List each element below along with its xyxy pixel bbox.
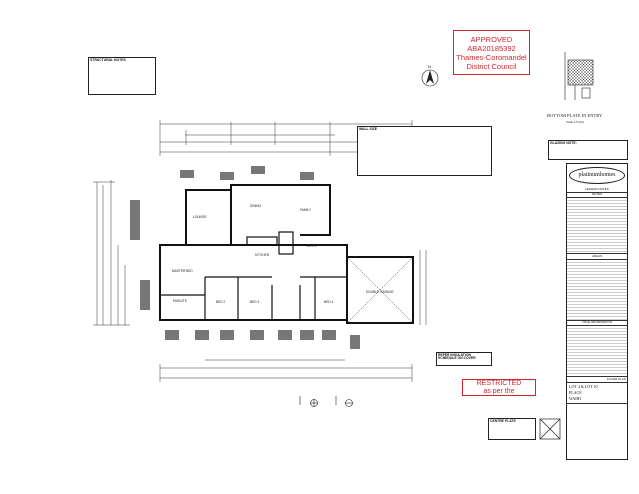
areas-lines — [567, 259, 627, 321]
notes-title: WALL SIZE — [359, 127, 378, 131]
address-line: WAIHI — [569, 395, 581, 401]
notes-title: CENTRE PLATE — [490, 419, 516, 423]
room-label-ensuite: ENSUITE — [173, 299, 187, 303]
room-label-family: FAMILY — [300, 208, 312, 212]
areas-heading: AREAS — [567, 254, 627, 260]
wall-size-notes-box: WALL SIZE — [357, 126, 492, 176]
info-lines — [567, 326, 627, 378]
notes-text: REFER INSULATION SCHEDULE ON COVER — [438, 353, 476, 361]
address-line: PLACE — [569, 389, 582, 395]
bottom-dimensions — [159, 359, 413, 382]
right-dimensions — [419, 250, 427, 325]
notes-title: GLAZING NOTE: — [550, 141, 577, 145]
plate-key-symbol — [539, 418, 561, 440]
room-label-entry: ENTRY — [307, 244, 319, 248]
notes-lines — [567, 198, 627, 255]
interior-walls — [160, 231, 414, 324]
room-label-master: MASTER BED — [172, 269, 193, 273]
stamp-line: as per the — [483, 387, 515, 395]
room-label-bed4: BED 4 — [324, 300, 333, 304]
stamp-line: ABA20185392 — [467, 44, 516, 53]
section-markers — [299, 396, 353, 407]
approval-stamp: APPROVED ABA20185392 Thames-Coromandel D… — [453, 30, 530, 75]
north-arrow: N — [421, 64, 439, 87]
stamp-line: RESTRICTED — [476, 380, 522, 387]
stamp-line: District Council — [466, 62, 517, 71]
room-label-garage: DOUBLE GARAGE — [366, 290, 394, 294]
svg-text:N: N — [428, 64, 431, 69]
title-info-heading: TITLE INFORMATION — [567, 321, 627, 327]
address-line: LOT 4 & LOT 10 — [569, 383, 598, 389]
brand-logo: platinumhomes — [569, 167, 625, 184]
room-label-bed3: BED 3 — [250, 300, 259, 304]
centre-plate-box: CENTRE PLATE — [488, 418, 536, 440]
glazing-note-box: GLAZING NOTE: — [548, 140, 628, 160]
room-label-lounge: LOUNGE — [193, 215, 206, 219]
notes-title: STRUCTURAL NOTES — [90, 58, 126, 62]
structural-notes-box: STRUCTURAL NOTES — [88, 57, 156, 95]
stamp-line: APPROVED — [470, 35, 513, 44]
notes-heading: NOTES — [567, 192, 627, 199]
drawing-title: FLOOR PLAN — [567, 377, 627, 383]
room-label-kitchen: KITCHEN — [255, 253, 270, 257]
bottom-plate-detail — [564, 52, 594, 100]
room-label-dining: DINING — [250, 204, 262, 208]
left-dimensions — [93, 180, 130, 326]
detail-title: BOTTOM PLATE IN ENTRY — [547, 113, 603, 118]
room-label-bed2: BED 2 — [216, 300, 225, 304]
legend-heading: LEGEND NOTES — [567, 187, 627, 193]
title-block: platinumhomes LEGEND NOTES NOTES AREAS T… — [566, 163, 628, 460]
restricted-work-stamp: RESTRICTED as per the — [462, 379, 536, 396]
plan-annotations — [130, 166, 360, 349]
insulation-note-box: REFER INSULATION SCHEDULE ON COVER — [436, 352, 492, 366]
stamp-line: Thames-Coromandel — [456, 53, 527, 62]
site-address: LOT 4 & LOT 10 PLACE WAIHI — [567, 383, 627, 404]
detail-scale: Scale 1:5 (A3) — [566, 120, 584, 124]
